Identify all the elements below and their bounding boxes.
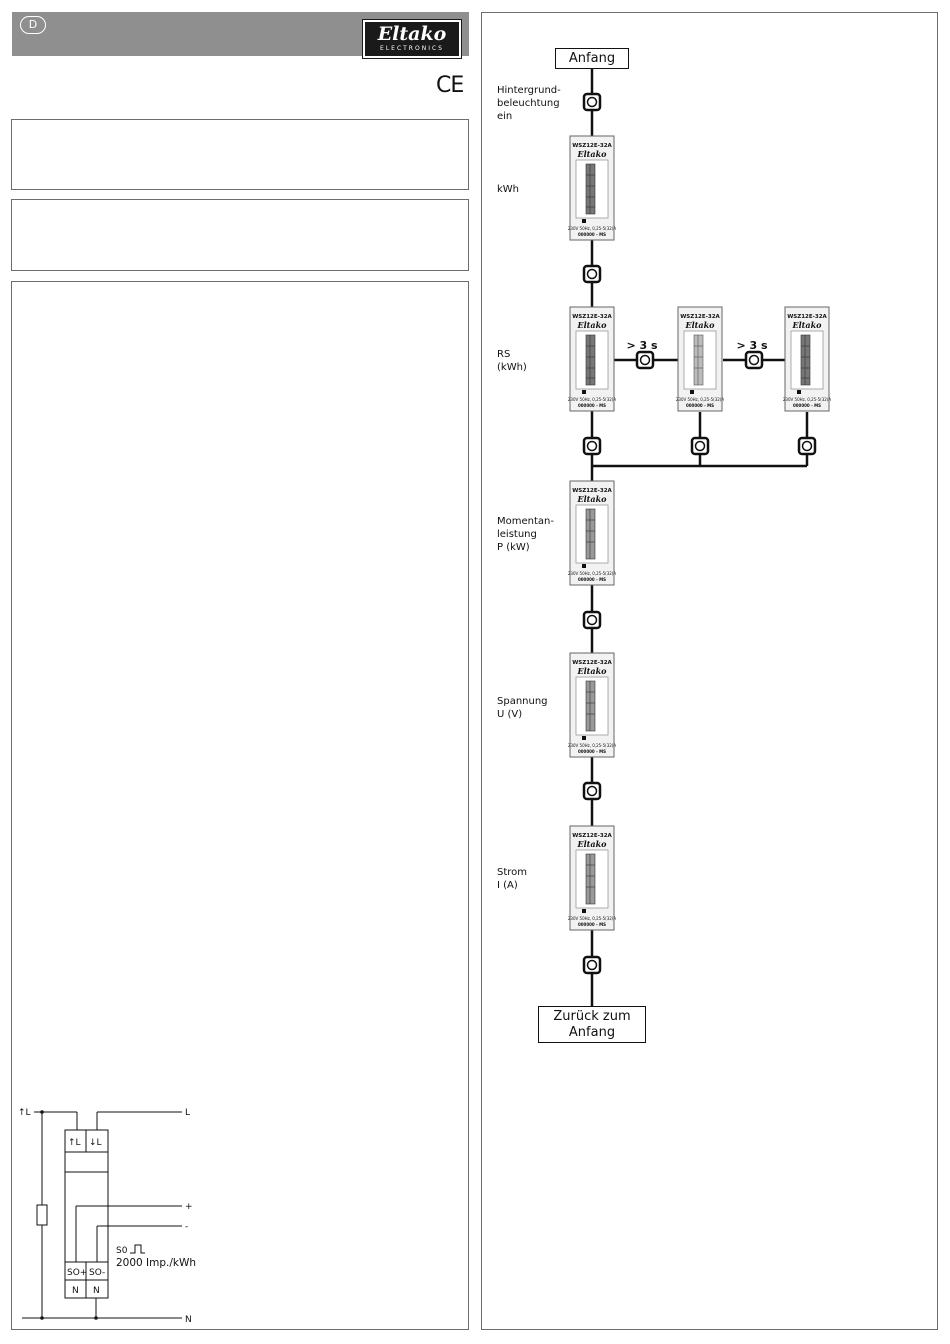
meter-current-serial: 000000 - MS <box>578 922 606 927</box>
wiring-line-out: L <box>185 1108 190 1118</box>
logo-subtext: ELECTRONICS <box>380 45 444 52</box>
meter-rs-1 <box>569 306 615 412</box>
meter-rs-3 <box>784 306 830 412</box>
wiring-impulse-rate: 2000 Imp./kWh <box>116 1257 196 1269</box>
step-label-power: Momentan- leistung P (kW) <box>497 516 554 553</box>
meter-kwh-serial: 000000 - MS <box>578 232 606 237</box>
step-label-backlight: Hintergrund- beleuchtung ein <box>497 85 561 122</box>
wiring-line-in: ↑L <box>18 1108 31 1118</box>
meter-rs2-model: WSZ12E-32A <box>680 314 720 320</box>
meter-power-rating: 230V 50Hz, 0,25-5(32)A <box>568 571 616 576</box>
meter-kwh-brand: Eltako <box>577 149 608 159</box>
meter-devices <box>569 135 830 931</box>
delay-label-2: > 3 s <box>736 339 768 352</box>
ce-mark: CE <box>436 73 464 98</box>
meter-voltage-brand: Eltako <box>577 666 608 676</box>
flow-end-label-line2: Anfang <box>568 1025 616 1040</box>
meter-power <box>569 480 615 586</box>
meter-power-serial: 000000 - MS <box>578 577 606 582</box>
wiring-neutral-terminal-2: N <box>93 1286 100 1296</box>
wiring-so-minus: SO- <box>89 1268 105 1278</box>
meter-rs2-brand: Eltako <box>685 320 716 330</box>
meter-voltage-rating: 230V 50Hz, 0,25-5(32)A <box>568 743 616 748</box>
load-resistor <box>36 1204 48 1226</box>
meter-voltage <box>569 652 615 758</box>
meter-power-brand: Eltako <box>577 494 608 504</box>
wiring-plus: + <box>185 1202 193 1212</box>
info-box-1 <box>11 119 469 190</box>
info-box-2 <box>11 199 469 271</box>
flow-end-box: Zurück zum Anfang <box>538 1006 646 1043</box>
wiring-neutral: N <box>185 1315 192 1325</box>
language-badge: D <box>20 16 46 34</box>
meter-rs1-brand: Eltako <box>577 320 608 330</box>
meter-power-model: WSZ12E-32A <box>572 488 612 494</box>
meter-current-brand: Eltako <box>577 839 608 849</box>
delay-label-1: > 3 s <box>626 339 658 352</box>
step-label-kwh: kWh <box>497 184 520 195</box>
meter-kwh-rating: 230V 50Hz, 0,25-5(32)A <box>568 226 616 231</box>
meter-rs-2 <box>677 306 723 412</box>
wiring-s0-label: S0 <box>116 1246 128 1256</box>
wiring-terminal-out: ↓L <box>89 1138 102 1148</box>
meter-current <box>569 825 615 931</box>
meter-current-model: WSZ12E-32A <box>572 833 612 839</box>
meter-rs1-model: WSZ12E-32A <box>572 314 612 320</box>
flow-start-box: Anfang <box>555 48 629 69</box>
meter-kwh <box>569 135 615 241</box>
meter-rs3-brand: Eltako <box>792 320 823 330</box>
flowchart-panel <box>481 12 938 1330</box>
meter-voltage-model: WSZ12E-32A <box>572 660 612 666</box>
step-label-rs: RS (kWh) <box>497 349 527 373</box>
logo-text: Eltako <box>377 23 447 45</box>
meter-current-rating: 230V 50Hz, 0,25-5(32)A <box>568 916 616 921</box>
flow-start-label: Anfang <box>568 51 616 66</box>
meter-voltage-serial: 000000 - MS <box>578 749 606 754</box>
meter-rs2-serial: 000000 - MS <box>686 403 714 408</box>
wiring-neutral-terminal-1: N <box>72 1286 79 1296</box>
wiring-terminal-in: ↑L <box>68 1138 81 1148</box>
meter-rs3-serial: 000000 - MS <box>793 403 821 408</box>
meter-rs3-model: WSZ12E-32A <box>787 314 827 320</box>
wiring-minus: - <box>185 1222 188 1232</box>
flow-end-label-line1: Zurück zum <box>553 1009 631 1024</box>
meter-rs2-rating: 230V 50Hz, 0,25-5(32)A <box>676 397 724 402</box>
meter-rs1-serial: 000000 - MS <box>578 403 606 408</box>
meter-rs3-rating: 230V 50Hz, 0,25-5(32)A <box>783 397 831 402</box>
step-label-current: Strom I (A) <box>497 867 528 891</box>
step-label-voltage: Spannung U (V) <box>497 696 548 720</box>
button-nodes <box>582 92 817 975</box>
main-text-box <box>11 281 469 1330</box>
meter-kwh-model: WSZ12E-32A <box>572 143 612 149</box>
wiring-so-plus: SO+ <box>67 1268 87 1278</box>
eltako-logo: Eltako ELECTRONICS <box>362 19 462 59</box>
meter-rs1-rating: 230V 50Hz, 0,25-5(32)A <box>568 397 616 402</box>
